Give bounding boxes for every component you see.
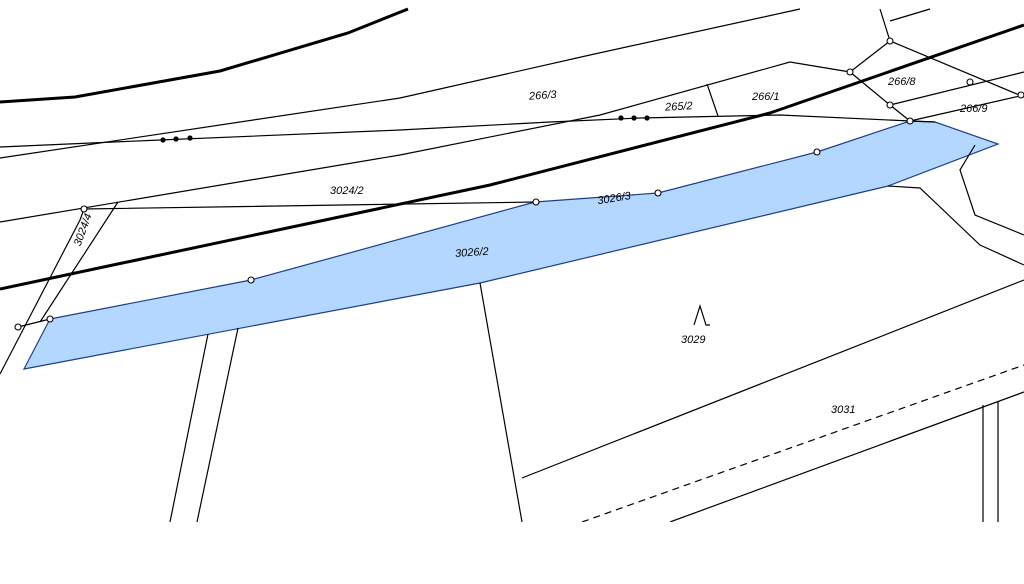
survey-point <box>906 117 914 125</box>
survey-point <box>654 189 662 197</box>
parcel-3026-2-highlight[interactable] <box>22 120 1000 370</box>
survey-point <box>14 323 22 331</box>
parcel-label-3031[interactable]: 3031 <box>831 404 855 416</box>
boundary-markers <box>160 115 650 143</box>
survey-point <box>886 37 894 45</box>
survey-point <box>1017 91 1024 99</box>
parcel-label-3026-2[interactable]: 3026/2 <box>455 246 489 260</box>
parcel-label-3024-2[interactable]: 3024/2 <box>330 185 364 197</box>
parcel-label-266-1[interactable]: 266/1 <box>751 91 780 103</box>
parcel-label-266-8[interactable]: 266/8 <box>887 76 916 88</box>
survey-points <box>14 37 1024 331</box>
survey-point <box>80 205 88 213</box>
parcel-label-265-2[interactable]: 265/2 <box>664 100 693 113</box>
survey-point <box>813 148 821 156</box>
survey-point <box>886 101 894 109</box>
thick-road-top-left <box>0 7 409 104</box>
survey-point <box>247 276 255 284</box>
parcel-label-266-3[interactable]: 266/3 <box>528 89 558 103</box>
thick-road-main <box>0 23 1024 291</box>
survey-point <box>966 78 974 86</box>
parcel-label-3029[interactable]: 3029 <box>681 334 705 346</box>
survey-point <box>846 68 854 76</box>
parcel-label-3026-3[interactable]: 3026/3 <box>597 190 633 207</box>
survey-point <box>532 198 540 206</box>
survey-point <box>46 315 54 323</box>
parcel-label-266-9[interactable]: 266/9 <box>959 103 988 115</box>
building-marker-icon <box>693 304 710 326</box>
parcel-boundaries <box>0 8 1024 522</box>
